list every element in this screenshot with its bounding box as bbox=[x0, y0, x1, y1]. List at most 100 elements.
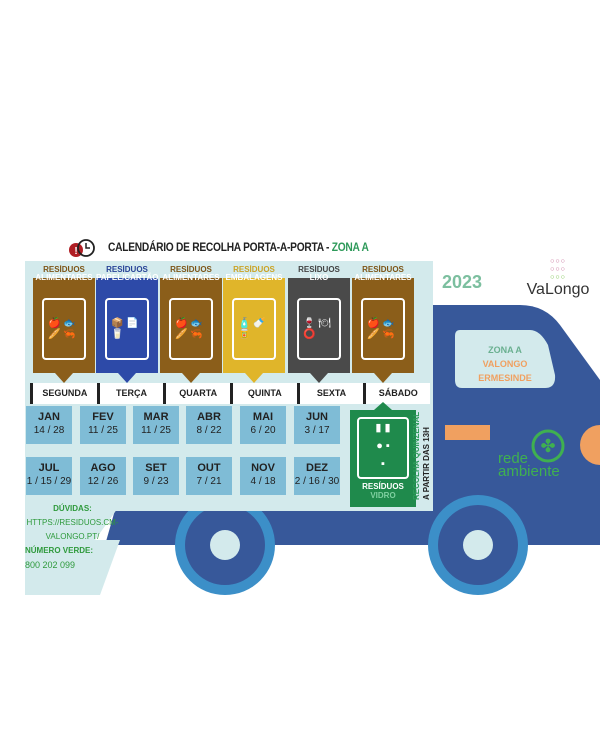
month-cell: MAR 11 / 25 bbox=[133, 406, 179, 444]
waste-items-icon: 🍎 🐟 🥖 🦐 bbox=[361, 298, 405, 360]
month-cell: ABR 8 / 22 bbox=[186, 406, 232, 444]
bin-label-2: ALIMENTARES bbox=[35, 273, 93, 282]
collection-dates: 8 / 22 bbox=[196, 425, 222, 436]
bin-label-2: ALIMENTARES bbox=[162, 273, 220, 282]
waste-items-icon: 🍎 🐟 🥖 🦐 bbox=[169, 298, 213, 360]
month-name: JUN bbox=[305, 411, 328, 423]
bin-label-2: LIXO bbox=[309, 273, 329, 282]
month-cell: JAN 14 / 28 bbox=[26, 406, 72, 444]
page-title: CALENDÁRIO DE RECOLHA PORTA-A-PORTA - ZO… bbox=[108, 240, 369, 254]
weekday-0: SEGUNDA bbox=[30, 383, 97, 404]
month-name: NOV bbox=[251, 462, 275, 474]
bin-label-1: RESÍDUOS bbox=[106, 265, 148, 274]
collection-dates: 2 / 16 / 30 bbox=[294, 476, 340, 487]
alarm-clock-icon: ! bbox=[68, 238, 96, 258]
website-link-cont[interactable]: VALONGO.PT/ bbox=[45, 532, 100, 541]
month-name: SET bbox=[145, 462, 167, 474]
website-link[interactable]: HTTPS://RESIDUOS.CM- bbox=[26, 518, 119, 527]
brand-line-2: ambiente bbox=[498, 463, 560, 480]
month-name: JAN bbox=[37, 411, 60, 423]
collection-dates: 6 / 20 bbox=[250, 425, 276, 436]
waste-items-icon: 🧴 🍼 🥫 bbox=[232, 298, 276, 360]
rede-ambiente-logo: rede ambiente bbox=[498, 450, 560, 480]
month-cell: NOV 4 / 18 bbox=[240, 457, 286, 495]
month-cell: AGO 12 / 26 bbox=[80, 457, 126, 495]
collection-dates: 11 / 25 bbox=[141, 425, 171, 436]
weekday-3: QUINTA bbox=[230, 383, 297, 404]
title-zone: ZONA A bbox=[331, 240, 369, 254]
collection-dates: 7 / 21 bbox=[196, 476, 222, 487]
month-cell: JUN 3 / 17 bbox=[294, 406, 340, 444]
collection-dates: 9 / 23 bbox=[143, 476, 169, 487]
title-bar bbox=[25, 234, 433, 260]
weekday-5: SÁBADO bbox=[363, 383, 430, 404]
collection-dates: 4 / 18 bbox=[250, 476, 276, 487]
phone-label: NÚMERO VERDE: bbox=[25, 546, 94, 555]
bin-label-2: ALIMENTARES bbox=[354, 273, 412, 282]
collection-dates: 11 / 25 bbox=[88, 425, 118, 436]
phone-number: 800 202 099 bbox=[25, 560, 76, 570]
weekday-1: TERÇA bbox=[96, 383, 164, 404]
questions-label: DÚVIDAS: bbox=[53, 504, 92, 513]
window-city-1: VALONGO bbox=[482, 359, 528, 369]
glass-bin: ▮ ▮● ▪▪ RESÍDUOS VIDRO bbox=[350, 402, 416, 507]
month-name: JUL bbox=[38, 462, 60, 474]
weekday-4: SEXTA bbox=[296, 383, 364, 404]
month-name: AGO bbox=[90, 462, 116, 474]
valongo-logo: ○○○○○○○○○ VaLongo bbox=[526, 258, 590, 298]
weekday-2: QUARTA bbox=[163, 383, 230, 404]
month-name: OUT bbox=[197, 462, 221, 474]
glass-label-1: RESÍDUOS bbox=[362, 482, 404, 491]
glass-label-2: VIDRO bbox=[370, 491, 396, 500]
bin-label-1: RESÍDUOS bbox=[298, 265, 340, 274]
bin-label-1: RESÍDUOS bbox=[233, 265, 275, 274]
contact-info: DÚVIDAS: HTTPS://RESIDUOS.CM- VALONGO.PT… bbox=[25, 502, 120, 572]
month-cell: FEV 11 / 25 bbox=[80, 406, 126, 444]
month-name: MAI bbox=[252, 411, 274, 423]
month-name: ABR bbox=[197, 411, 221, 423]
month-cell: DEZ 2 / 16 / 30 bbox=[294, 457, 340, 495]
title-text: CALENDÁRIO DE RECOLHA PORTA-A-PORTA - bbox=[108, 240, 332, 254]
collection-dates: 1 / 15 / 29 bbox=[26, 476, 72, 487]
month-name: DEZ bbox=[306, 462, 328, 474]
month-cell: JUL 1 / 15 / 29 bbox=[26, 457, 72, 495]
waste-items-icon: 🍎 🐟 🥖 🦐 bbox=[42, 298, 86, 360]
bin-label-1: RESÍDUOS bbox=[170, 265, 212, 274]
waste-items-icon: 🍷 🍽 ⭕ bbox=[297, 298, 341, 360]
month-name: FEV bbox=[92, 411, 114, 423]
collection-dates: 12 / 26 bbox=[87, 476, 119, 487]
collection-dates: 14 / 28 bbox=[33, 425, 65, 436]
glass-time: A PARTIR DAS 13H bbox=[422, 427, 431, 500]
month-cell: MAI 6 / 20 bbox=[240, 406, 286, 444]
bin-label-1: RESÍDUOS bbox=[362, 265, 404, 274]
glass-frequency: RECOLHA QUINZENAL bbox=[412, 411, 421, 500]
bin-label-2: PAPEL/CARTÃO bbox=[96, 273, 159, 282]
collection-dates: 3 / 17 bbox=[304, 425, 330, 436]
svg-text:✤: ✤ bbox=[540, 436, 555, 456]
svg-text:!: ! bbox=[74, 246, 77, 257]
bin-label-2: EMBALAGENS bbox=[225, 273, 283, 282]
bin-label-1: RESÍDUOS bbox=[43, 265, 85, 274]
brand-line-1: rede bbox=[498, 450, 529, 467]
waste-items-icon: 📦 📄 🥛 bbox=[105, 298, 149, 360]
month-cell: OUT 7 / 21 bbox=[186, 457, 232, 495]
window-zone: ZONA A bbox=[488, 345, 522, 355]
zone-window: ZONA A VALONGO ERMESINDE bbox=[455, 343, 555, 385]
window-city-2: ERMESINDE bbox=[478, 373, 532, 383]
glass-bottles-icon: ▮ ▮● ▪▪ bbox=[357, 417, 409, 479]
month-cell: SET 9 / 23 bbox=[133, 457, 179, 495]
